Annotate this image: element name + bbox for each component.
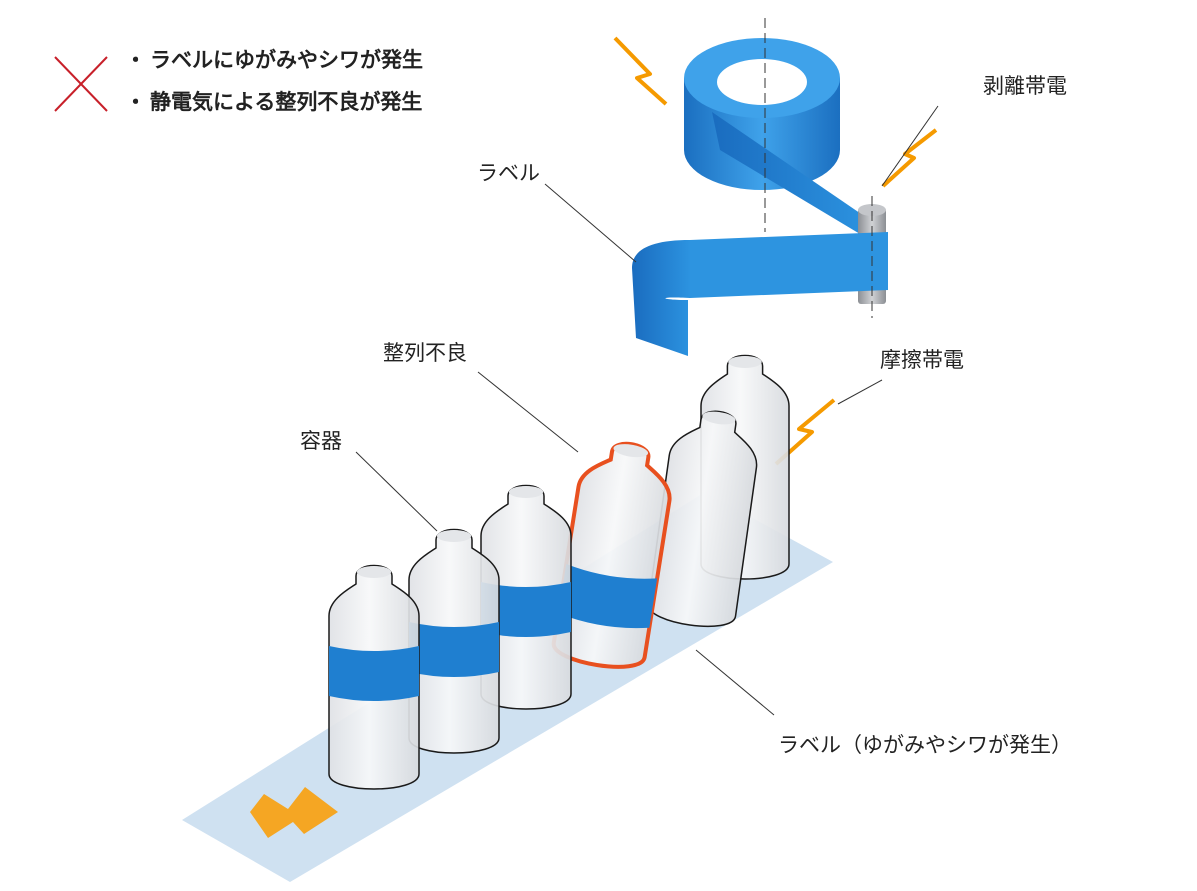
label-defect-callout: ラベル（ゆがみやシワが発生） bbox=[778, 733, 1072, 757]
legend-item-label-distortion: ・ラベルにゆがみやシワが発生 bbox=[125, 48, 423, 72]
legend-text: 静電気による整列不良が発生 bbox=[150, 90, 423, 114]
direction-arrow-icon bbox=[250, 787, 338, 838]
label-callout: ラベル bbox=[477, 161, 540, 185]
lightning-icon bbox=[613, 36, 668, 106]
legend-item-static-misalignment: ・静電気による整列不良が発生 bbox=[125, 90, 423, 114]
friction-charge-callout: 摩擦帯電 bbox=[880, 348, 964, 372]
bottle-label-band bbox=[329, 646, 419, 701]
bottle-label-band bbox=[481, 582, 571, 637]
bottle-cap bbox=[728, 356, 762, 368]
container-bottle bbox=[551, 441, 672, 669]
bottle-cap bbox=[436, 530, 472, 542]
bottle-label-band bbox=[558, 563, 658, 629]
lightning-icon bbox=[881, 128, 938, 188]
misalignment-callout: 整列不良 bbox=[383, 341, 467, 365]
container-bottle bbox=[480, 484, 572, 710]
bottle-cap bbox=[508, 486, 544, 498]
bottle-cap bbox=[356, 566, 392, 578]
bottle-label-band bbox=[409, 622, 499, 677]
lightning-icon bbox=[774, 398, 836, 466]
legend-text: ラベルにゆがみやシワが発生 bbox=[150, 48, 423, 72]
container-callout: 容器 bbox=[300, 429, 342, 453]
x-mark-icon bbox=[54, 56, 108, 112]
leader-lines bbox=[355, 105, 939, 716]
container-bottle bbox=[408, 528, 500, 754]
container-bottle bbox=[328, 564, 420, 790]
peel-charge-callout: 剥離帯電 bbox=[983, 74, 1067, 98]
bottle-cap bbox=[702, 411, 736, 425]
container-bottle bbox=[647, 410, 758, 628]
label-roll bbox=[632, 18, 888, 356]
bottle-cap bbox=[613, 444, 649, 458]
